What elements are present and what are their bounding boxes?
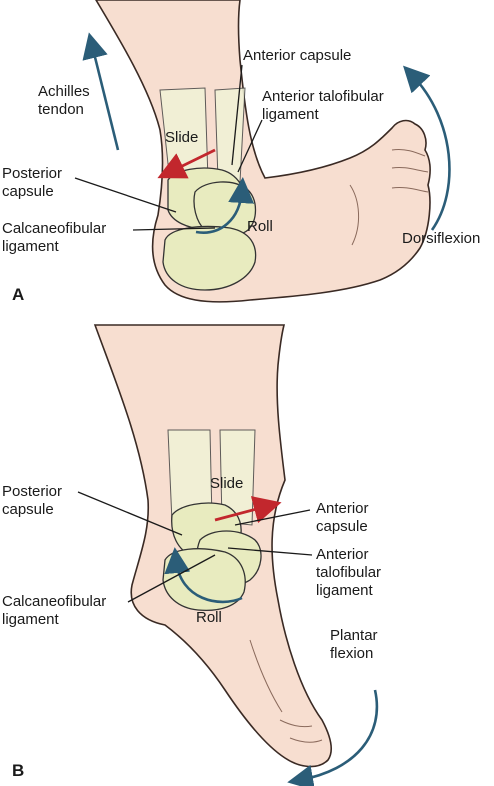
label-b-anterior-talofibular-3: ligament: [316, 582, 374, 599]
label-a-anterior-talofibular-1: Anterior talofibular: [262, 88, 384, 105]
panel-b-plantar-flexion-arrow: [287, 689, 379, 786]
panel-b-roll-arrow: [164, 547, 243, 604]
panel-b-letter: B: [12, 761, 24, 780]
label-b-calcaneofibular-2: ligament: [2, 611, 60, 628]
label-b-slide: Slide: [210, 475, 243, 492]
label-a-achilles-2: tendon: [38, 101, 84, 118]
label-b-posterior-capsule-2: capsule: [2, 501, 54, 518]
label-a-posterior-capsule-1: Posterior: [2, 165, 62, 182]
label-b-plantar-flexion-1: Plantar: [330, 627, 378, 644]
label-a-posterior-capsule-2: capsule: [2, 183, 54, 200]
panel-b-slide-arrow: [214, 496, 282, 524]
label-b-calcaneofibular-1: Calcaneofibular: [2, 593, 106, 610]
label-a-calcaneofibular-2: ligament: [2, 238, 60, 255]
label-a-dorsiflexion: Dorsiflexion: [402, 230, 480, 247]
label-b-anterior-talofibular-1: Anterior: [316, 546, 369, 563]
label-a-achilles-1: Achilles: [38, 83, 90, 100]
panel-a-slide-arrow: [157, 148, 216, 179]
panel-a: Anterior capsule Anterior talofibular li…: [2, 0, 480, 304]
panel-a-achilles-arrow: [82, 32, 120, 151]
label-b-anterior-talofibular-2: talofibular: [316, 564, 381, 581]
label-a-calcaneofibular-1: Calcaneofibular: [2, 220, 106, 237]
label-b-posterior-capsule-1: Posterior: [2, 483, 62, 500]
label-b-anterior-capsule-2: capsule: [316, 518, 368, 535]
label-a-roll: Roll: [247, 218, 273, 235]
panel-a-leg-foot: [95, 0, 431, 303]
label-a-anterior-capsule: Anterior capsule: [243, 47, 351, 64]
label-a-slide: Slide: [165, 129, 198, 146]
panel-a-roll-arrow: [195, 177, 255, 234]
panel-a-dorsiflexion-arrow: [403, 65, 451, 231]
label-b-anterior-capsule-1: Anterior: [316, 500, 369, 517]
panel-a-letter: A: [12, 285, 24, 304]
label-b-plantar-flexion-2: flexion: [330, 645, 373, 662]
label-b-roll: Roll: [196, 609, 222, 626]
label-a-anterior-talofibular-2: ligament: [262, 106, 320, 123]
panel-b: Posterior capsule Slide Anterior capsule…: [2, 324, 381, 786]
